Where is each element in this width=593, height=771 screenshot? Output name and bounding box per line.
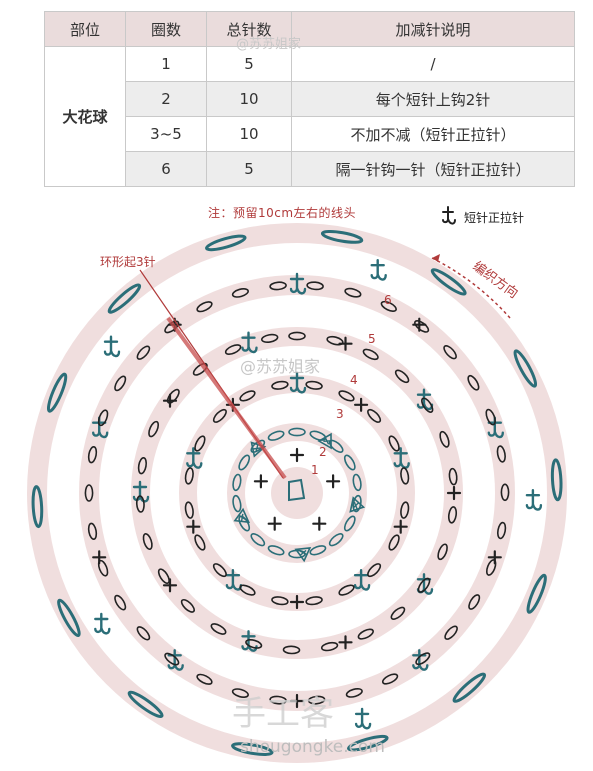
- round-number-5: 5: [368, 332, 376, 346]
- round-cell: 3~5: [125, 116, 207, 152]
- header-part: 部位: [44, 11, 126, 47]
- table-row: 3~5 10 不加不减（短针正拉针）: [45, 116, 575, 152]
- round-cell: 2: [125, 81, 207, 117]
- note-cell: 隔一针钩一针（短针正拉针）: [291, 151, 575, 187]
- direction-arrow: [431, 257, 511, 319]
- round-cell: 6: [125, 151, 207, 187]
- direction-arrowhead: [432, 254, 440, 262]
- round-number-6: 6: [384, 293, 392, 307]
- note-cell: 每个短针上钩2针: [291, 81, 575, 117]
- round-number-3: 3: [336, 407, 344, 421]
- legend-label: 短针正拉针: [464, 210, 525, 225]
- watermark-mid: @苏苏姐家: [240, 357, 320, 376]
- table-header-row: 部位 圈数 总针数 加减针说明: [44, 11, 575, 47]
- round-number-1: 1: [311, 463, 319, 477]
- ring-1: [271, 467, 323, 519]
- start-label: 环形起3针: [100, 254, 156, 269]
- watermark-url: shougongke.com: [240, 737, 385, 757]
- note-cell: /: [291, 46, 575, 82]
- background-rings: [27, 223, 567, 763]
- header-note: 加减针说明: [291, 11, 575, 47]
- section-name: 大花球: [44, 46, 126, 187]
- table-row: 大花球 1 5 /: [44, 46, 575, 187]
- round-number-2: 2: [319, 445, 327, 459]
- table-row: 6 5 隔一针钩一针（短针正拉针）: [45, 151, 575, 187]
- stitches-cell: 5: [206, 151, 292, 187]
- front-post-single-crochet-icon: [442, 206, 456, 225]
- starting-tail: [166, 316, 287, 480]
- round-number-4: 4: [350, 373, 358, 387]
- watermark-brand: 手工客: [232, 694, 334, 734]
- table-row: 2 10 每个短针上钩2针: [45, 81, 575, 117]
- note-text: 注：预留10cm左右的线头: [208, 206, 357, 220]
- legend: 短针正拉针: [440, 206, 524, 228]
- watermark-top: @苏苏姐家: [236, 36, 301, 52]
- stitches-cell: 10: [206, 116, 292, 152]
- magic-ring: [288, 478, 306, 502]
- stitch-table: 部位 圈数 总针数 加减针说明 大花球 1 5 / 2 10 每个短针上钩2针 …: [44, 11, 575, 187]
